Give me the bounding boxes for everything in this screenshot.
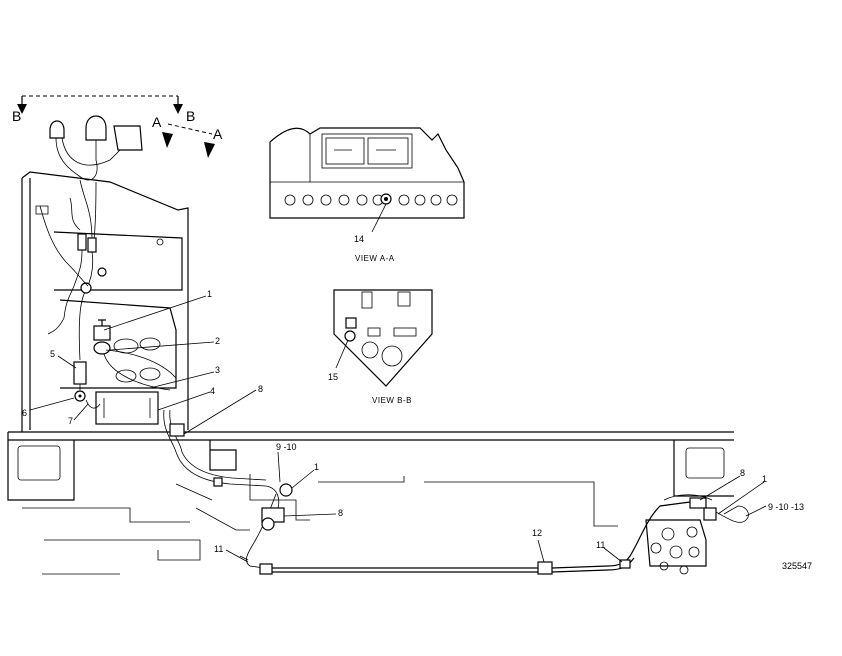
view-aa: 14 VIEW A-A [269,127,465,263]
cab-harness [35,205,107,361]
callout-11-right: 11 [596,540,605,550]
section-arrows: B B A A [12,95,223,158]
callout-1-right: 1 [762,474,767,484]
drawing-number: 325547 [782,561,812,571]
switch-connector-icon [85,115,107,141]
callout-9-10-left: 9 -10 [276,442,297,452]
connector-ring-icon [279,483,293,497]
clip-icon [169,423,185,437]
callout-6: 6 [22,408,27,418]
switch-square-icon [345,317,357,329]
callout-1-lower: 1 [314,462,319,472]
callout-8-upper: 8 [258,384,263,394]
callout-14: 14 [354,234,364,244]
fuse-holder [73,361,101,409]
battery-box [95,391,159,425]
callout-8-right: 8 [740,468,745,478]
fuse-icon [73,361,87,385]
callout-2: 2 [215,336,220,346]
label-b-right: B [186,108,195,124]
callout-5: 5 [50,349,55,359]
frame-rail [7,431,734,575]
plug-connector-icon [113,125,143,151]
callout-4: 4 [210,386,215,396]
callout-labels: 1 2 3 4 8 5 6 7 9 -10 1 8 11 12 11 8 1 9… [22,289,804,554]
relay-assembly [93,319,177,391]
callout-7: 7 [68,416,73,426]
top-connectors [49,115,143,241]
rear-assembly [645,494,749,575]
caption-view-bb: VIEW B-B [372,396,412,405]
inline-clip-icon [537,561,553,575]
callout-12: 12 [532,528,542,538]
callout-3: 3 [215,365,220,375]
callout-9-10-13: 9 -10 -13 [768,502,804,512]
frame-harness [163,409,691,575]
callout-15: 15 [328,372,338,382]
callout-1: 1 [207,289,212,299]
callout-8-mid: 8 [338,508,343,518]
relay-icon [93,325,111,341]
caption-view-aa: VIEW A-A [355,254,395,263]
callout-11-left: 11 [214,544,223,554]
view-bb: 15 VIEW B-B [328,289,433,405]
label-b-left: B [12,108,21,124]
cab-structure [21,171,189,432]
lamp-connector-icon [49,120,65,139]
label-a-right: A [213,126,223,142]
leader-lines [29,295,767,563]
label-a-left: A [152,114,162,130]
